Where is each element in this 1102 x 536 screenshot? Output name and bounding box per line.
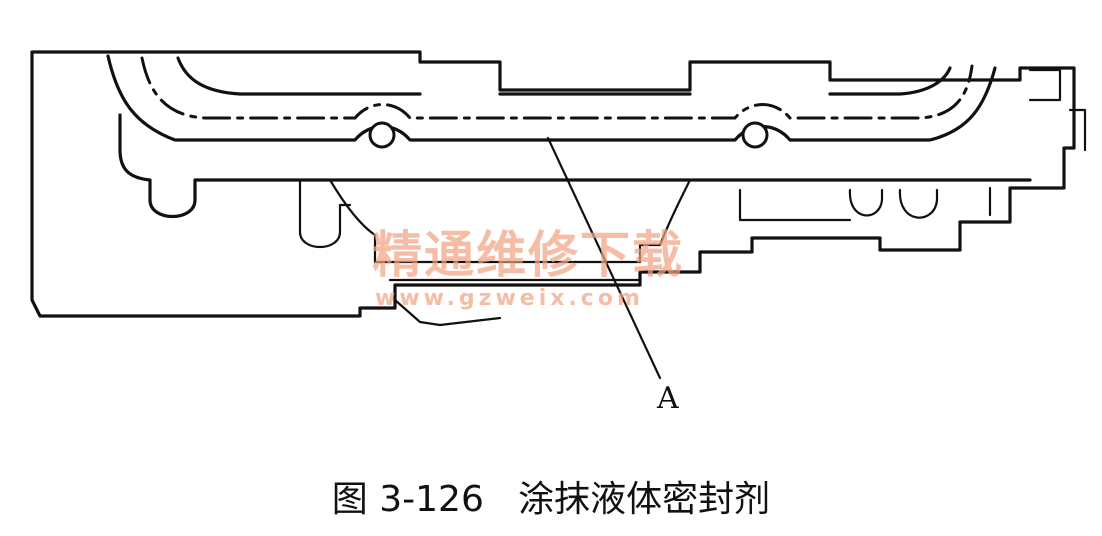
- watermark-text: 精通维修下载: [372, 226, 684, 284]
- right-step: [1028, 68, 1087, 152]
- bolt-hole-left: [368, 121, 396, 149]
- sealant-bead-line: [140, 56, 974, 120]
- gasket-sealant-diagram: A 精通维修下载 www.gzweix.com: [30, 50, 1087, 416]
- callout-leader-line: [546, 136, 662, 380]
- flange-inner-edge: [106, 54, 997, 142]
- figure-caption: 图 3-126 涂抹液体密封剂: [331, 479, 771, 520]
- center-pocket: [328, 178, 692, 264]
- right-bosses: [738, 186, 992, 222]
- lower-face-edge: [118, 113, 1032, 219]
- callout-label-a: A: [656, 381, 679, 416]
- left-boss: [298, 178, 352, 248]
- bottom-rail: [388, 278, 642, 327]
- watermark-url: www.gzweix.com: [375, 286, 644, 311]
- bolt-hole-right: [741, 121, 769, 149]
- housing-outline: [30, 50, 1076, 318]
- flange-outer-edge: [176, 56, 952, 96]
